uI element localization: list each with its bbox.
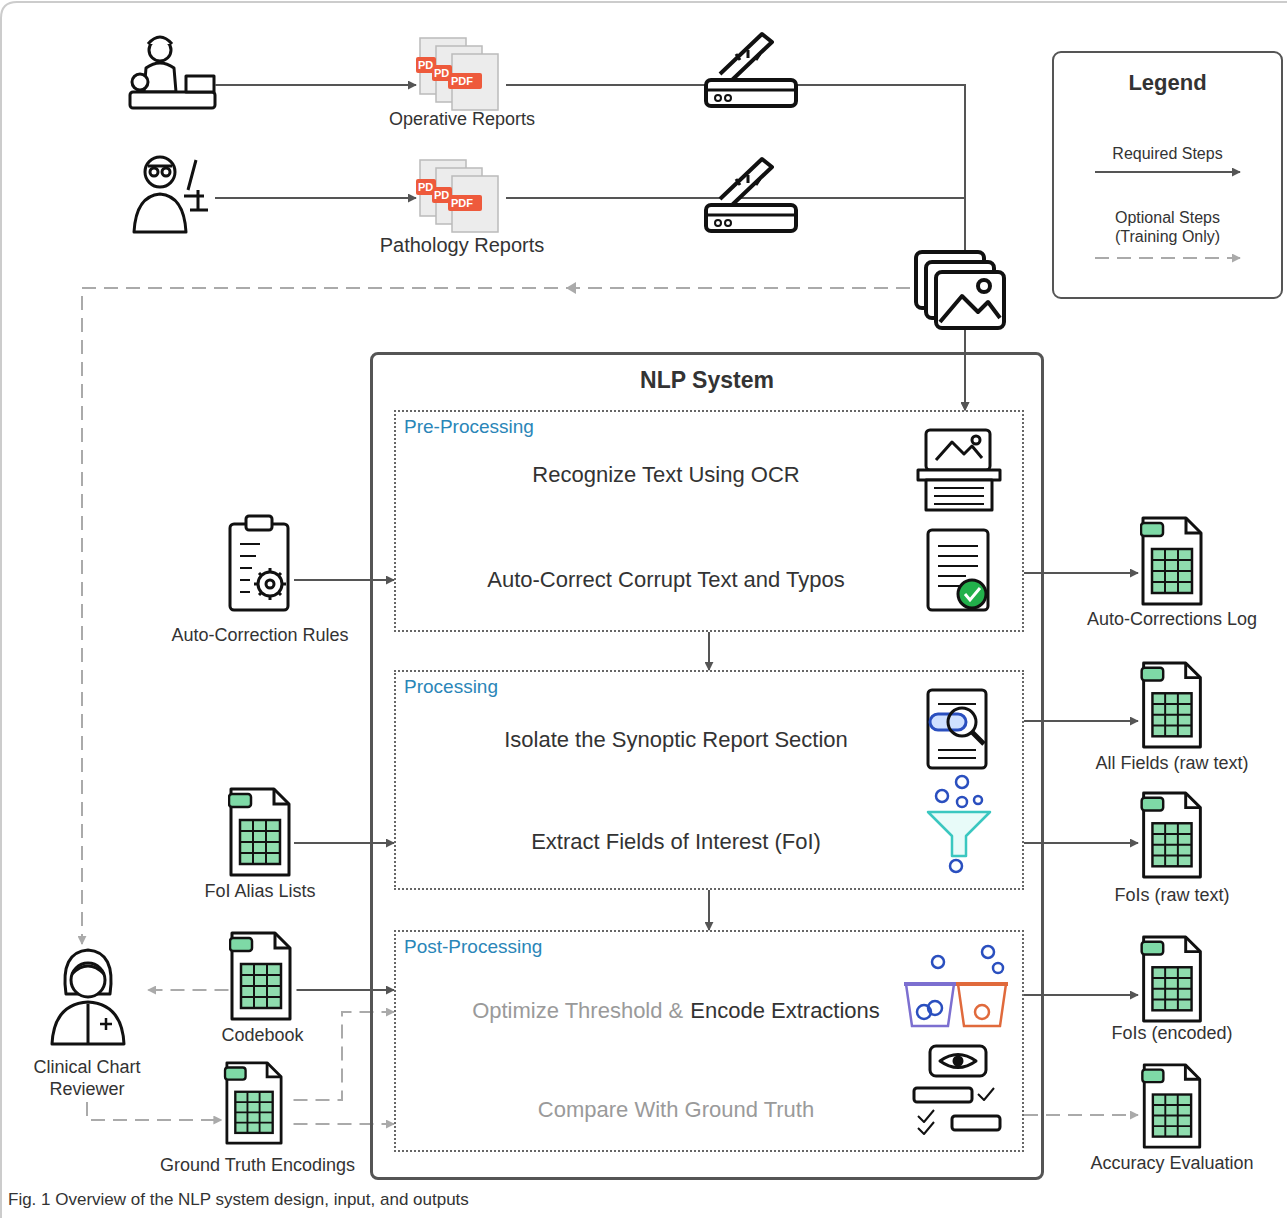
flow-arrow bbox=[506, 85, 965, 410]
step-row: Optimize Threshold & Encode Extractions bbox=[472, 998, 880, 1024]
legend-title: Legend bbox=[1053, 70, 1282, 96]
flow-arrow bbox=[297, 989, 395, 991]
optional-step-text: Optimize Threshold & bbox=[472, 998, 683, 1023]
icon-node: Accuracy Evaluation bbox=[1069, 1060, 1275, 1174]
node-caption: Auto-Corrections Log bbox=[1069, 608, 1275, 630]
optional-step-text: Compare With Ground Truth bbox=[538, 1097, 814, 1123]
flow-arrow bbox=[294, 842, 394, 844]
stage-box: Post-ProcessingOptimize Threshold & Encod… bbox=[394, 930, 1024, 1152]
icon-node: FoI Alias Lists bbox=[177, 782, 343, 902]
node-caption: FoI Alias Lists bbox=[177, 880, 343, 902]
optional-flow-arrow bbox=[148, 989, 229, 991]
optional-flow-arrow bbox=[294, 1123, 395, 1125]
flow-arrow bbox=[708, 632, 710, 670]
node-caption: Auto-Correction Rules bbox=[157, 624, 363, 646]
optional-flow-arrow bbox=[87, 1102, 222, 1120]
step-text: Encode Extractions bbox=[690, 998, 880, 1023]
node-caption: FoIs (raw text) bbox=[1069, 884, 1275, 906]
step-text: Extract Fields of Interest (FoI) bbox=[531, 829, 821, 855]
optional-flow-arrow bbox=[294, 1012, 395, 1100]
pdf-tag: PD bbox=[434, 66, 449, 80]
flow-arrow bbox=[294, 579, 394, 581]
icon-node: Auto-Corrections Log bbox=[1069, 512, 1275, 630]
pdf-tag: PD bbox=[418, 58, 433, 72]
node-caption: Clinical Chart Reviewer bbox=[22, 1056, 152, 1100]
stage-heading: Post-Processing bbox=[404, 936, 542, 958]
flow-arrow bbox=[708, 890, 710, 930]
step-text: Auto-Correct Corrupt Text and Typos bbox=[487, 567, 844, 593]
system-box: NLP SystemPre-ProcessingRecognize Text U… bbox=[370, 352, 1044, 1180]
node-caption: Ground Truth Encodings bbox=[147, 1154, 368, 1176]
step-text: Recognize Text Using OCR bbox=[532, 462, 799, 488]
icon-node: All Fields (raw text) bbox=[1069, 658, 1275, 774]
icon-node: FoIs (raw text) bbox=[1069, 788, 1275, 906]
legend-entry: Required Steps bbox=[1083, 144, 1252, 163]
step-text: Isolate the Synoptic Report Section bbox=[504, 727, 848, 753]
legend-box: LegendRequired StepsOptional Steps (Trai… bbox=[1053, 52, 1282, 298]
icon-node: Codebook bbox=[202, 928, 323, 1046]
icon-node: Clinical Chart Reviewer bbox=[22, 948, 152, 1100]
figure-caption: Fig. 1 Overview of the NLP system design… bbox=[8, 1190, 469, 1210]
system-title: NLP System bbox=[373, 367, 1041, 394]
node-caption: All Fields (raw text) bbox=[1069, 752, 1275, 774]
stage-heading: Pre-Processing bbox=[404, 416, 534, 438]
node-caption: Codebook bbox=[202, 1024, 323, 1046]
pdf-tag: PD bbox=[418, 180, 433, 194]
pdf-tag: PD bbox=[434, 188, 449, 202]
icon-node: Auto-Correction Rules bbox=[157, 512, 363, 646]
icon-node: Ground Truth Encodings bbox=[147, 1058, 368, 1176]
node-caption: Pathology Reports bbox=[369, 234, 555, 256]
stage-box: Pre-ProcessingRecognize Text Using OCR Au… bbox=[394, 410, 1024, 632]
stage-box: ProcessingIsolate the Synoptic Report Se… bbox=[394, 670, 1024, 890]
pdf-tag: PDF bbox=[451, 74, 473, 88]
node-caption: FoIs (encoded) bbox=[1069, 1022, 1275, 1044]
legend-entry: Optional Steps (Training Only) bbox=[1083, 208, 1252, 246]
node-caption: Operative Reports bbox=[379, 108, 545, 130]
pdf-tag: PDF bbox=[451, 196, 473, 210]
node-caption: Accuracy Evaluation bbox=[1069, 1152, 1275, 1174]
icon-node: FoIs (encoded) bbox=[1069, 932, 1275, 1044]
stage-heading: Processing bbox=[404, 676, 498, 698]
